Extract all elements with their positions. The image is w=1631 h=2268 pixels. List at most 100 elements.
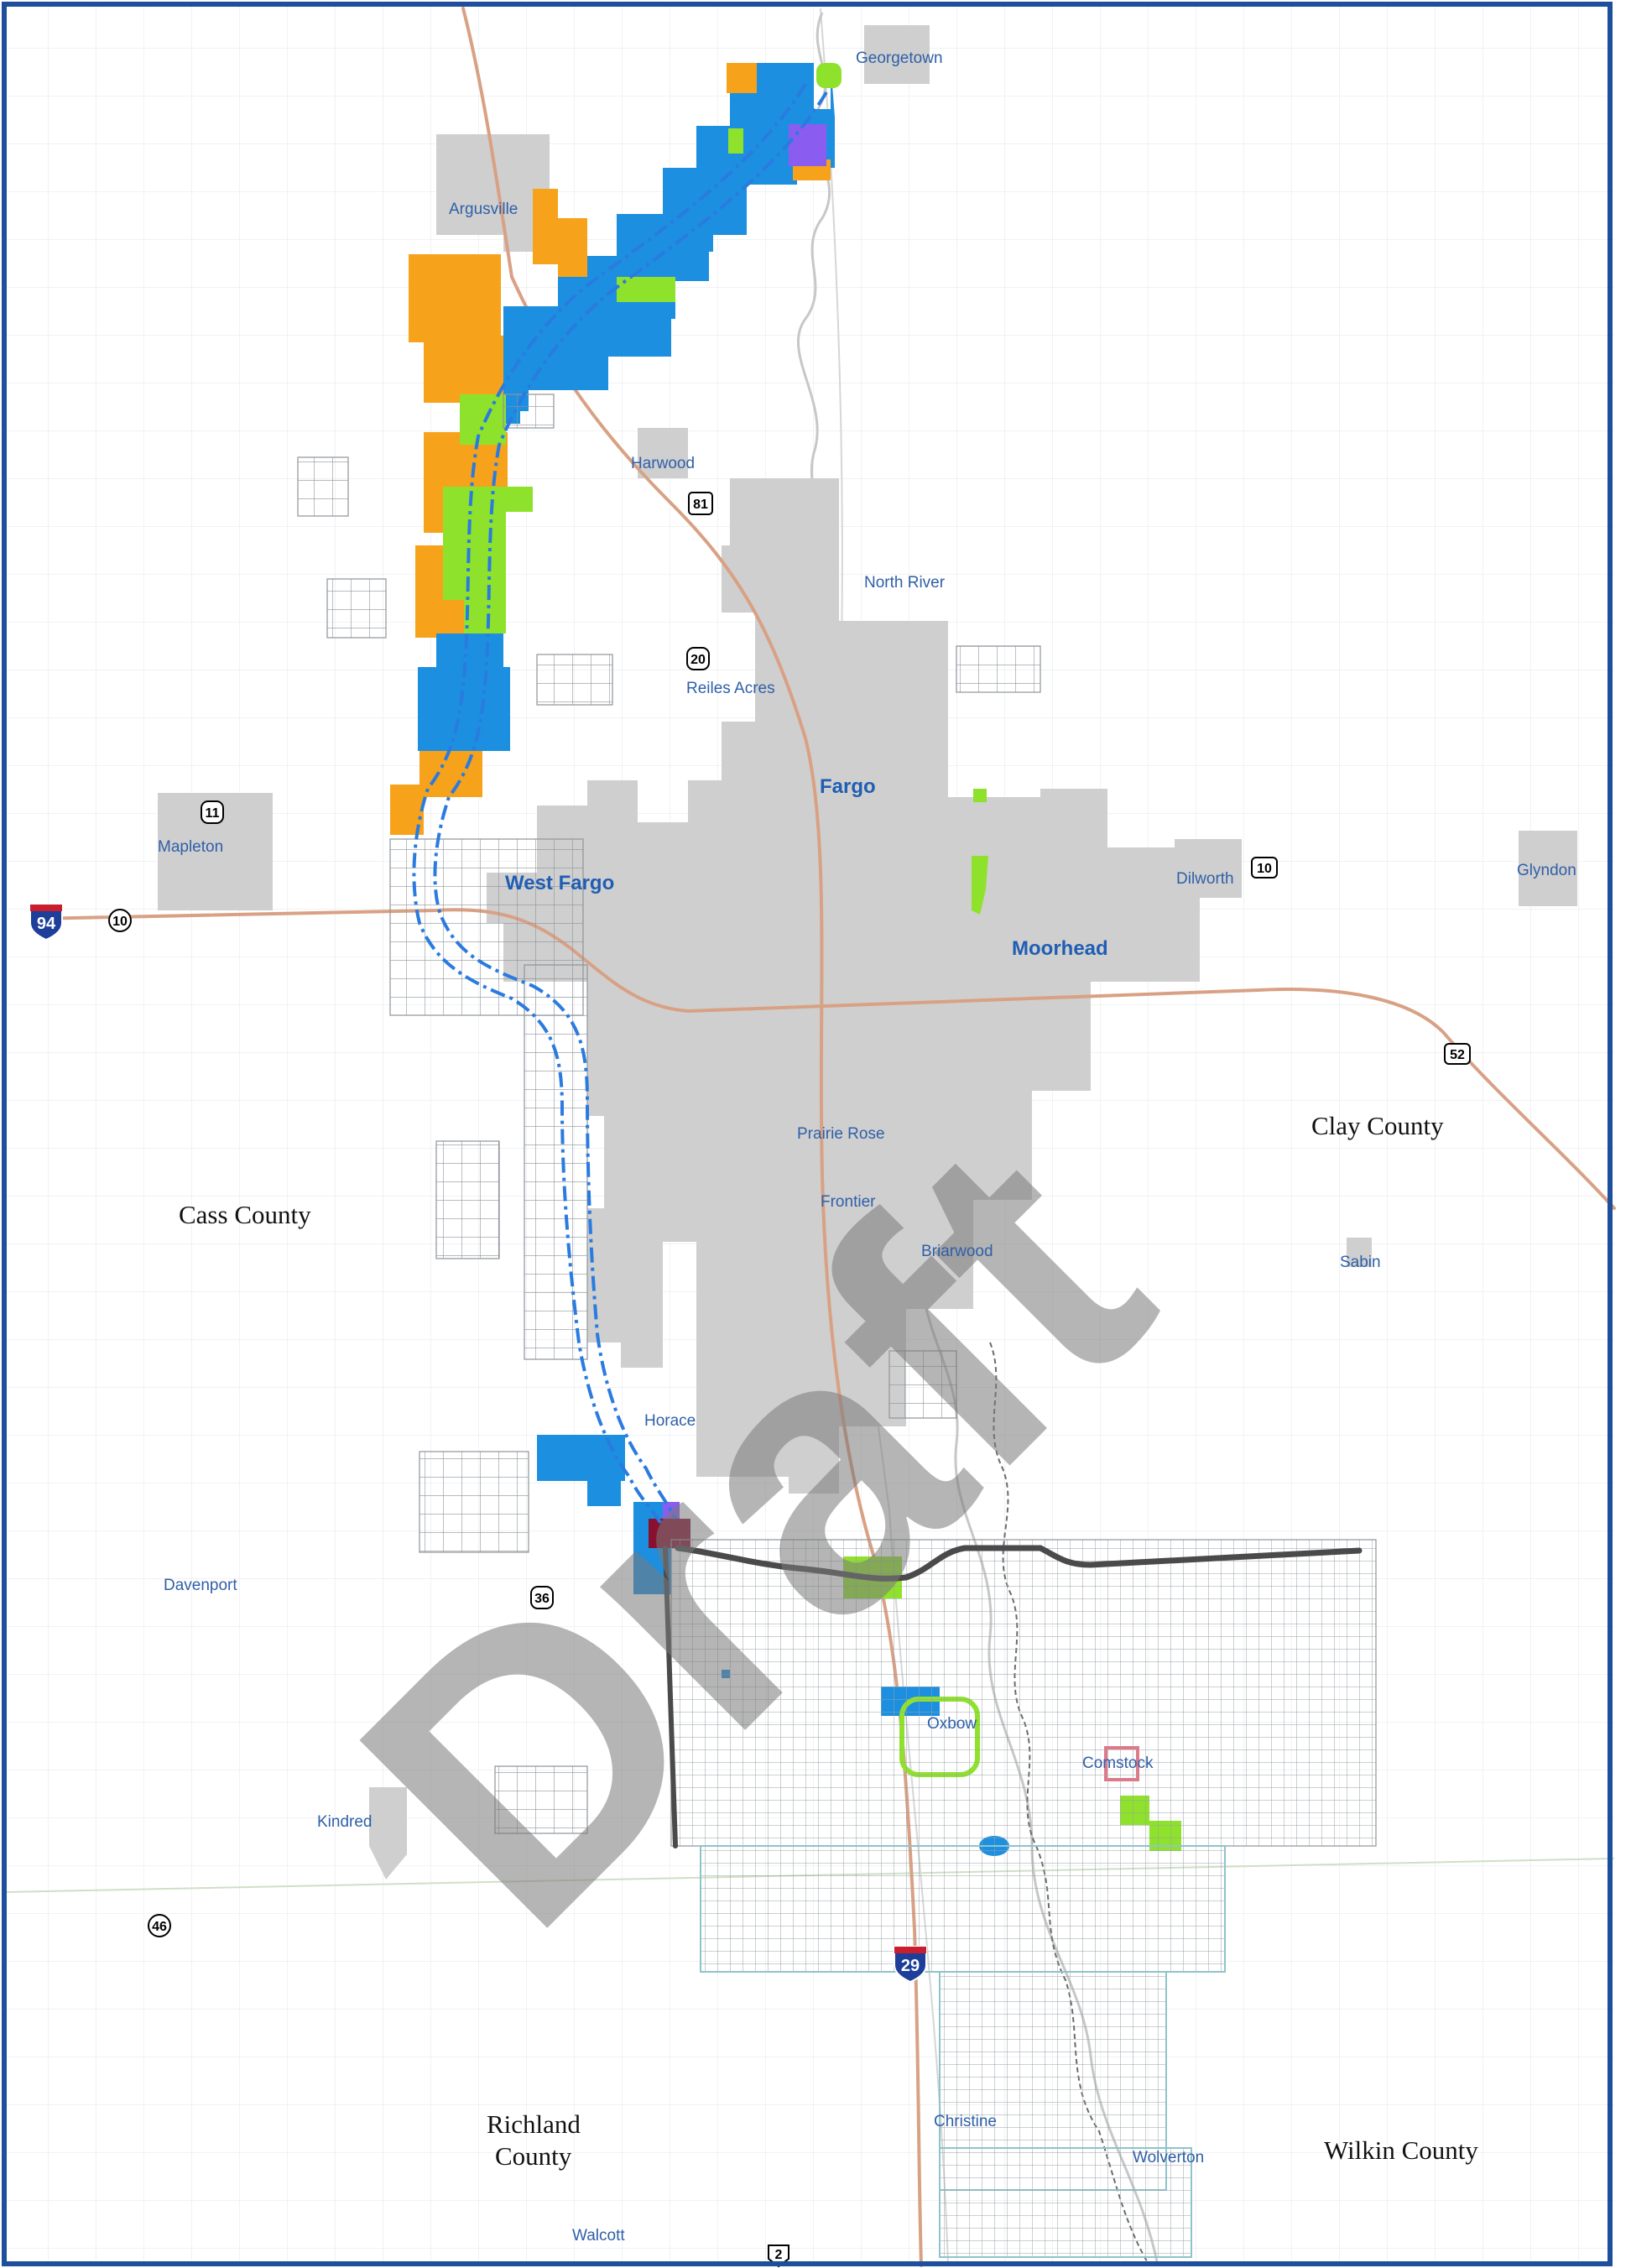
horace-urban: [696, 1326, 797, 1477]
route-shield-icon: [688, 492, 713, 515]
shield-nd11: 11: [201, 800, 224, 824]
parcel-blue-south-2: [587, 1477, 621, 1506]
label-dilworth: Dilworth: [1176, 870, 1234, 888]
shield-nd2-label: 2: [775, 2248, 783, 2262]
label-wolverton: Wolverton: [1133, 2149, 1204, 2166]
parcel-outline-northriver: [956, 645, 1041, 693]
shield-nd36: 36: [530, 1586, 554, 1609]
mapleton-urban: [158, 793, 273, 910]
route-shield-icon: [1251, 857, 1278, 879]
parcel-outline-south-sw: [888, 1350, 957, 1419]
label-horace: Horace: [644, 1412, 696, 1430]
label-prairie-rose: Prairie Rose: [797, 1125, 885, 1143]
dilworth-urban: [1175, 839, 1242, 898]
label-north-river: North River: [864, 574, 946, 592]
parcel-green-5: [443, 487, 506, 537]
label-harwood: Harwood: [631, 455, 695, 472]
parcel-green-9: [973, 789, 987, 802]
label-oxbow: Oxbow: [927, 1715, 977, 1733]
parcel-purple-1: [789, 124, 826, 166]
parcel-outline-corridor: [524, 964, 588, 1360]
interstate-shield-icon: [894, 1946, 927, 1984]
label-kindred: Kindred: [317, 1813, 373, 1831]
argusville-urban: [436, 134, 550, 252]
shield-i29: 29: [894, 1946, 927, 1984]
diversion-channel: [412, 82, 828, 1528]
route-shield-icon: [686, 647, 710, 670]
western-tieback: [663, 1546, 678, 1848]
parcel-outline-south-2: [700, 1845, 1226, 1973]
label-georgetown: Georgetown: [856, 50, 943, 67]
parcel-outline-south-4: [939, 2147, 1192, 2258]
parcel-outline-kindred: [494, 1765, 588, 1834]
label-christine: Christine: [934, 2113, 997, 2130]
shield-i29-label: 29: [901, 1957, 920, 1975]
parcel-green-2: [728, 128, 743, 154]
label-west-fargo: West Fargo: [505, 872, 614, 894]
route-shield-icon: [108, 909, 132, 932]
parcel-outline-south: [670, 1539, 1377, 1847]
route-shield-icon: [530, 1586, 554, 1609]
parcel-orange-3: [533, 189, 558, 264]
shield-us10-east-label: 10: [1257, 862, 1272, 876]
label-walcott: Walcott: [572, 2227, 625, 2245]
label-richland-county-2: County: [495, 2141, 572, 2171]
shield-nd46: 46: [148, 1914, 171, 1937]
parcel-green-8: [503, 487, 533, 512]
label-mapleton: Mapleton: [158, 838, 223, 856]
shield-us10-west: 10: [108, 909, 132, 932]
parcel-outline-harwood: [503, 394, 555, 429]
label-clay-county: Clay County: [1311, 1111, 1444, 1140]
label-richland-county-1: Richland: [487, 2109, 581, 2139]
label-briarwood: Briarwood: [921, 1243, 993, 1260]
parcel-outline-horace-w: [419, 1451, 529, 1553]
harwood-urban: [638, 428, 688, 478]
parcel-green-4: [460, 394, 506, 445]
interstate-shield-band: [30, 905, 62, 911]
shield-us81: 81: [688, 492, 713, 515]
parcel-green-10: [972, 856, 988, 915]
parcel-outline-west-4: [435, 1140, 500, 1259]
parcel-green-3: [617, 277, 675, 302]
parcel-green-7: [464, 600, 506, 633]
label-glyndon: Glyndon: [1517, 862, 1576, 879]
diversion-line-1: [412, 82, 807, 1528]
label-argusville: Argusville: [449, 201, 518, 218]
shield-us10-east: 10: [1251, 857, 1278, 879]
label-fargo: Fargo: [820, 775, 876, 798]
parcel-orange-1: [727, 63, 757, 93]
southern-embankment: [675, 1545, 1363, 1582]
parcel-outline-west-2: [326, 578, 387, 639]
parcel-outline-west-1: [297, 456, 349, 517]
shield-us52-label: 52: [1450, 1048, 1465, 1062]
urban-areas: [158, 25, 1577, 1880]
parcel-orange-5: [409, 254, 501, 342]
route-shield-icon: [148, 1914, 171, 1937]
label-frontier: Frontier: [821, 1193, 876, 1211]
parcel-outlines: [297, 394, 1377, 2258]
route-shield-icon: [1444, 1043, 1471, 1065]
shield-nd20: 20: [686, 647, 710, 670]
label-wilkin-county: Wilkin County: [1324, 2135, 1478, 2165]
georgetown-urban: [864, 25, 930, 84]
kindred-urban: [369, 1787, 407, 1880]
parcel-orange-6: [424, 336, 503, 403]
fargo-moorhead-urban: [487, 478, 1200, 1494]
shield-nd36-label: 36: [534, 1592, 550, 1606]
label-davenport: Davenport: [164, 1577, 237, 1594]
interstate-shield-icon: [29, 904, 63, 941]
shield-i94-label: 94: [37, 915, 56, 933]
shield-us81-label: 81: [693, 498, 708, 512]
parcel-green-1: [816, 63, 842, 88]
route-shield-icon: [201, 800, 224, 824]
parcel-outline-reiles: [536, 654, 613, 706]
shield-nd46-label: 46: [152, 1920, 167, 1934]
sabin-urban: [1347, 1238, 1372, 1267]
shield-nd20-label: 20: [690, 653, 706, 667]
shield-i94: 94: [29, 904, 63, 941]
label-reiles-acres: Reiles Acres: [686, 680, 775, 697]
label-moorhead: Moorhead: [1012, 937, 1108, 960]
parcel-orange-4: [558, 218, 587, 277]
